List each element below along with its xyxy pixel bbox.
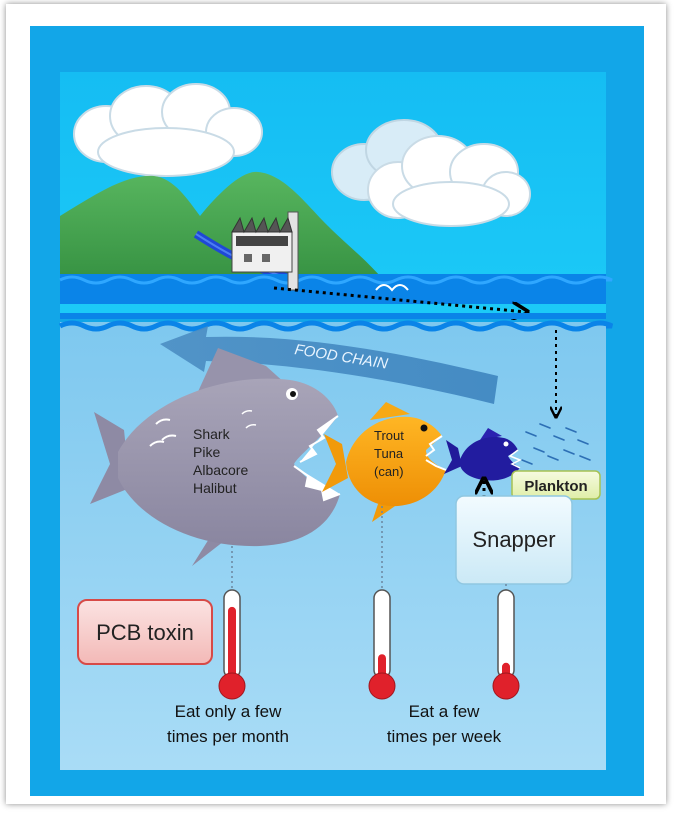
- sea-surface: [60, 274, 606, 304]
- cloud-right: [331, 119, 531, 227]
- medium-fish: [322, 402, 447, 522]
- plankton-label: Plankton: [524, 478, 587, 495]
- diagram-frame: FOOD CHAIN Shark Pike Albacore Halibut T…: [6, 4, 666, 804]
- medium-fish-name-2: Tuna: [374, 446, 404, 461]
- large-fish-name-4: Halibut: [193, 480, 237, 496]
- toxin-label: PCB toxin: [96, 620, 194, 645]
- toxin-flow-arrow: [273, 286, 526, 312]
- thermometer-large-fill: [228, 606, 236, 680]
- advice-large-line-2: times per month: [167, 727, 289, 746]
- thermometer-large: [218, 589, 246, 700]
- cloud-left: [73, 83, 263, 177]
- large-fish-name-2: Pike: [193, 444, 220, 460]
- large-fish-name-1: Shark: [193, 426, 231, 442]
- advice-medium-line-2: times per week: [387, 727, 502, 746]
- factory-icon: [231, 211, 299, 291]
- snapper-label: Snapper: [472, 527, 555, 552]
- plankton-specks: [521, 423, 591, 465]
- large-fish-name-3: Albacore: [193, 462, 248, 478]
- advice-medium-line-1: Eat a few: [409, 702, 481, 721]
- small-fish: [444, 428, 522, 481]
- snapper-box: [455, 495, 573, 585]
- medium-fish-name-3: (can): [374, 464, 404, 479]
- large-fish: [90, 348, 341, 566]
- medium-fish-name-1: Trout: [374, 428, 404, 443]
- food-chain-diagram: FOOD CHAIN Shark Pike Albacore Halibut T…: [30, 26, 644, 796]
- thermometer-medium: [368, 589, 396, 700]
- advice-large-line-1: Eat only a few: [175, 702, 283, 721]
- toxin-box: [77, 599, 213, 665]
- mountains: [60, 171, 380, 304]
- thermometer-small: [492, 589, 520, 700]
- food-chain-arrow: [160, 326, 498, 404]
